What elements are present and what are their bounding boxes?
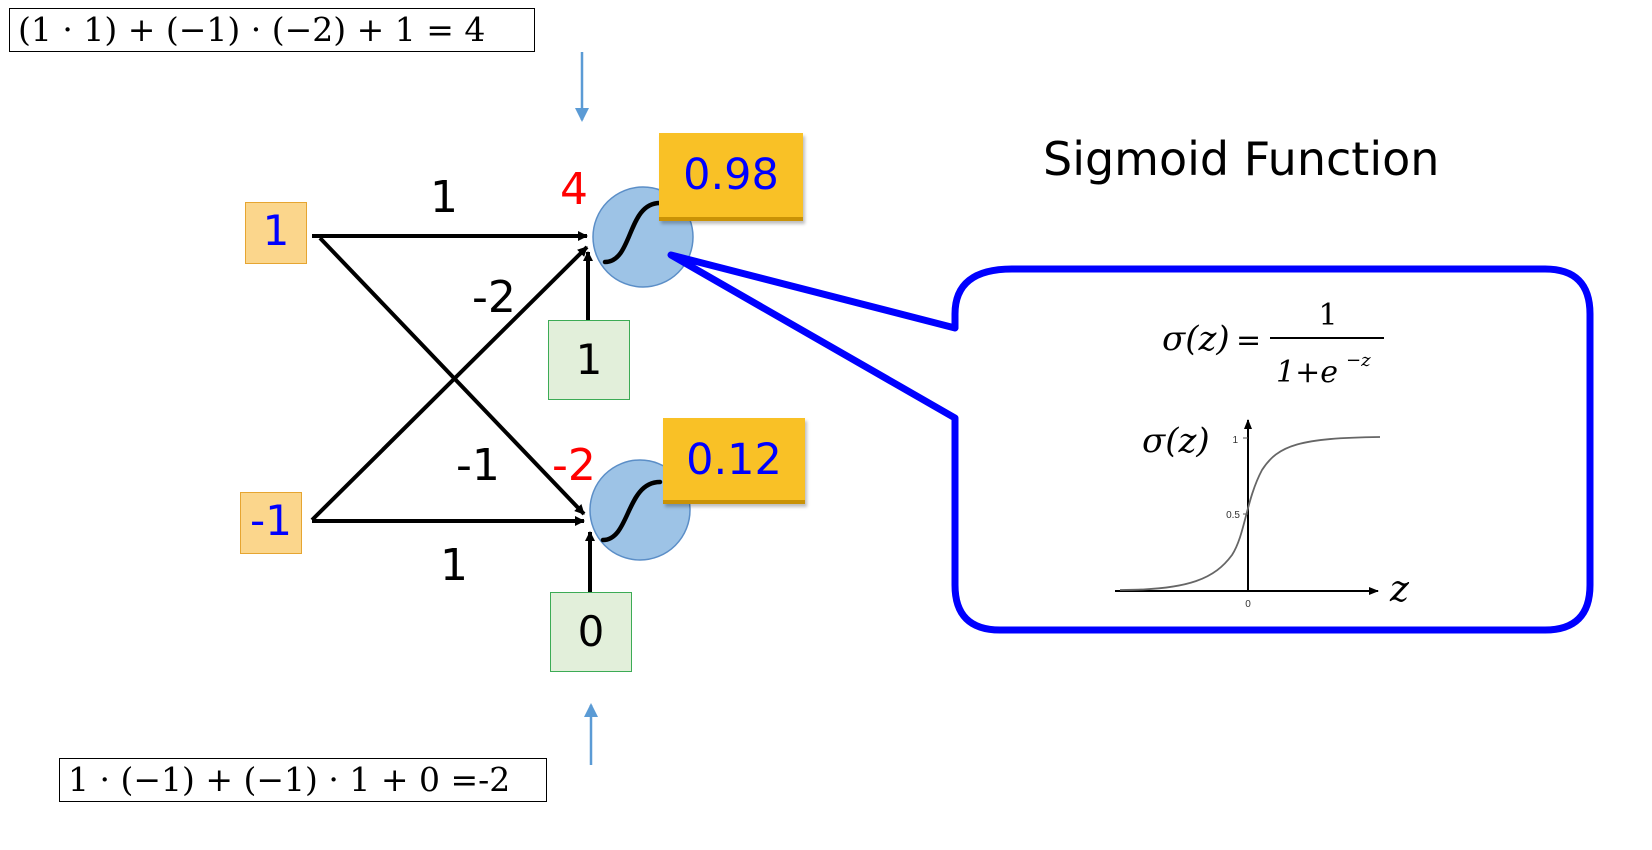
edge-in1-n2 (318, 236, 586, 516)
top-equation-text: (1 · 1) + (−1) · (−2) + 1 = 4 (18, 10, 486, 49)
preactivation-2: -2 (552, 440, 596, 491)
weight-in2-n2: 1 (440, 540, 468, 591)
input-2: -1 (240, 492, 302, 554)
input-1-value: 1 (262, 206, 290, 255)
output-1: 0.98 (659, 133, 803, 221)
preactivation-1: 4 (560, 164, 588, 215)
formula-equals: = (1236, 323, 1261, 358)
edge-in2-n1 (310, 245, 589, 522)
bottom-equation: 1 · (−1) + (−1) · 1 + 0 =-2 (59, 758, 547, 802)
formula-numerator: 1 (1318, 298, 1337, 333)
output-2: 0.12 (663, 418, 805, 504)
bias-2: 0 (550, 592, 632, 672)
output-1-value: 0.98 (683, 150, 779, 200)
formula-denominator: 1+e (1276, 355, 1338, 390)
input-2-value: -1 (250, 496, 292, 545)
input-1: 1 (245, 202, 307, 264)
plot-ylabel: σ(z) (1142, 421, 1210, 461)
bias-1-value: 1 (575, 335, 603, 384)
formula-exponent: −z (1346, 350, 1371, 371)
bias-2-value: 0 (577, 607, 605, 656)
tick-y-mid: 0.5 (1226, 510, 1240, 521)
formula-lhs: σ(z) (1162, 319, 1230, 359)
sigmoid-curve (1119, 436, 1381, 591)
bottom-equation-text: 1 · (−1) + (−1) · 1 + 0 =-2 (68, 760, 511, 799)
tick-y-top: 1 (1232, 435, 1238, 446)
weight-in1-n1: 1 (430, 172, 458, 223)
plot-xlabel: z (1389, 569, 1410, 610)
weight-in2-n1: -2 (472, 272, 516, 323)
sigmoid-formula: σ(z) = 1 1+e −z (1162, 298, 1384, 390)
tick-x-zero: 0 (1245, 599, 1251, 610)
sigmoid-callout (667, 251, 1594, 634)
output-2-value: 0.12 (686, 435, 782, 485)
top-equation: (1 · 1) + (−1) · (−2) + 1 = 4 (9, 8, 535, 52)
bias-1: 1 (548, 320, 630, 400)
weight-in1-n2: -1 (456, 440, 500, 491)
callout-title: Sigmoid Function (1043, 132, 1440, 186)
sigmoid-plot: 1 0.5 0 σ(z) z (1115, 419, 1410, 610)
